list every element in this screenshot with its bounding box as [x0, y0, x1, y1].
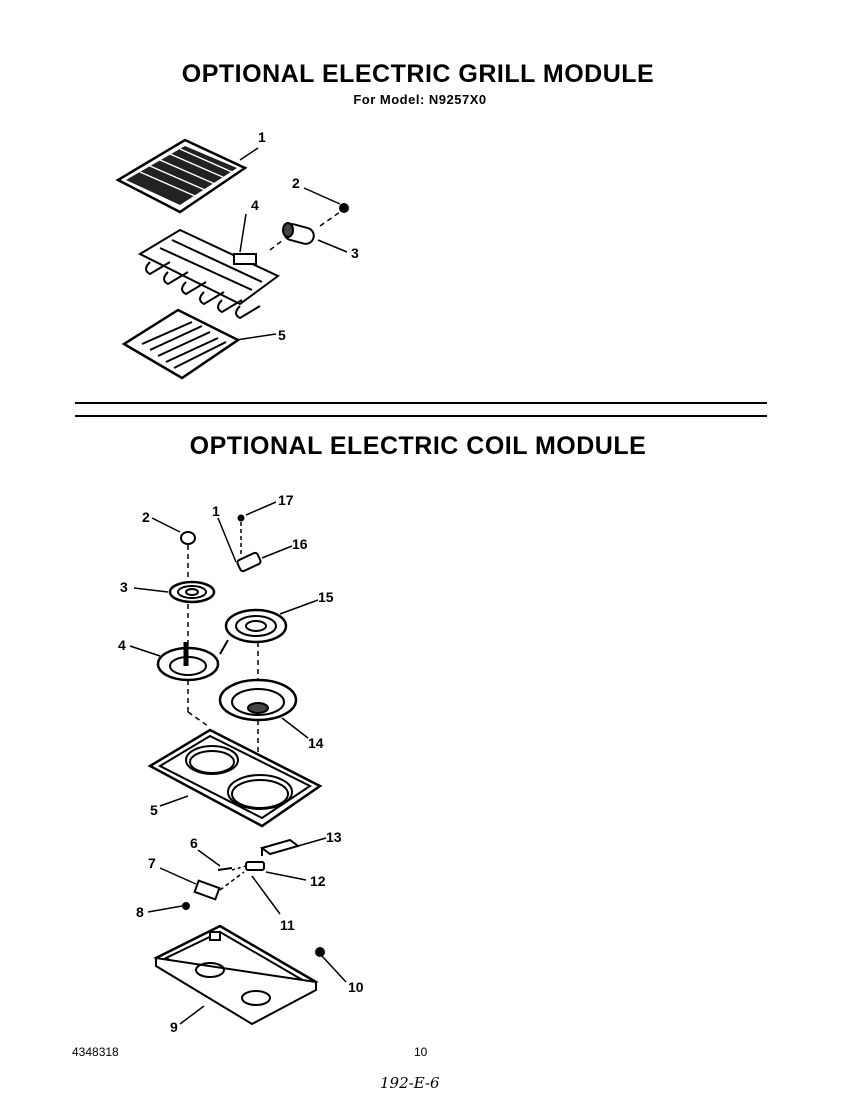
coil-callout-8: 8 — [136, 904, 144, 920]
coil-mounting-screw-part — [315, 947, 325, 957]
grill-callout-4: 4 — [251, 197, 259, 213]
coil-callout-17: 17 — [278, 492, 294, 508]
coil-spacer-part — [245, 861, 265, 871]
grill-callouts: 1 2 3 4 5 — [251, 129, 359, 343]
coil-callout-1: 1 — [212, 503, 220, 519]
large-drip-bowl-part — [218, 678, 309, 760]
grill-callout-2: 2 — [292, 175, 300, 191]
coil-callout-7: 7 — [148, 855, 156, 871]
coil-receptacle-part — [217, 517, 293, 573]
coil-callout-13: 13 — [326, 829, 342, 845]
coil-callout-3: 3 — [120, 579, 128, 595]
small-drip-bowl-part — [129, 642, 220, 727]
section-divider-bottom — [75, 415, 767, 417]
coil-callout-9: 9 — [170, 1019, 178, 1035]
coil-callout-5: 5 — [150, 802, 158, 818]
handwritten-note: 192-E-6 — [380, 1074, 440, 1092]
grill-screw-part — [339, 203, 349, 213]
coil-module-diagram — [129, 501, 347, 1026]
coil-burner-box-part — [153, 924, 319, 1026]
coil-callouts: 1 2 3 4 5 6 7 8 9 10 11 12 13 14 15 16 1… — [118, 492, 364, 1035]
coil-terminal-block-part — [159, 867, 245, 901]
coil-callout-14: 14 — [308, 735, 324, 751]
coil-module-title: OPTIONAL ELECTRIC COIL MODULE — [189, 432, 647, 460]
large-coil-element-part — [219, 599, 319, 680]
coil-callout-4: 4 — [118, 637, 126, 653]
grill-module-diagram — [115, 138, 349, 380]
grill-terminal-block-part — [269, 211, 348, 253]
coil-callout-16: 16 — [292, 536, 308, 552]
coil-callout-12: 12 — [310, 873, 326, 889]
coil-callout-15: 15 — [318, 589, 334, 605]
coil-screw-part — [237, 514, 245, 522]
grill-module-title: OPTIONAL ELECTRIC GRILL MODULE — [181, 60, 655, 88]
coil-clip-part — [217, 867, 233, 871]
document-part-number: 4348318 — [72, 1045, 119, 1059]
grill-drip-pan-part — [121, 308, 277, 380]
coil-cooktop-frame-part — [147, 728, 323, 828]
coil-callout-10: 10 — [348, 979, 364, 995]
page-number: 10 — [414, 1045, 428, 1059]
coil-callout-2: 2 — [142, 509, 150, 525]
grill-callout-3: 3 — [351, 245, 359, 261]
coil-bracket-part — [259, 837, 327, 856]
grill-grate-part — [115, 138, 259, 214]
grill-callout-1: 1 — [258, 129, 266, 145]
coil-knob-part — [180, 531, 196, 545]
coil-callout-11: 11 — [280, 917, 295, 933]
coil-callout-6: 6 — [190, 835, 198, 851]
grill-model-subtitle: For Model: N9257X0 — [353, 92, 487, 107]
coil-terminal-screw-part — [182, 902, 190, 910]
grill-heating-element-part — [137, 213, 280, 320]
section-divider-top — [75, 402, 767, 404]
grill-callout-5: 5 — [278, 327, 286, 343]
small-coil-element-part — [133, 580, 216, 648]
